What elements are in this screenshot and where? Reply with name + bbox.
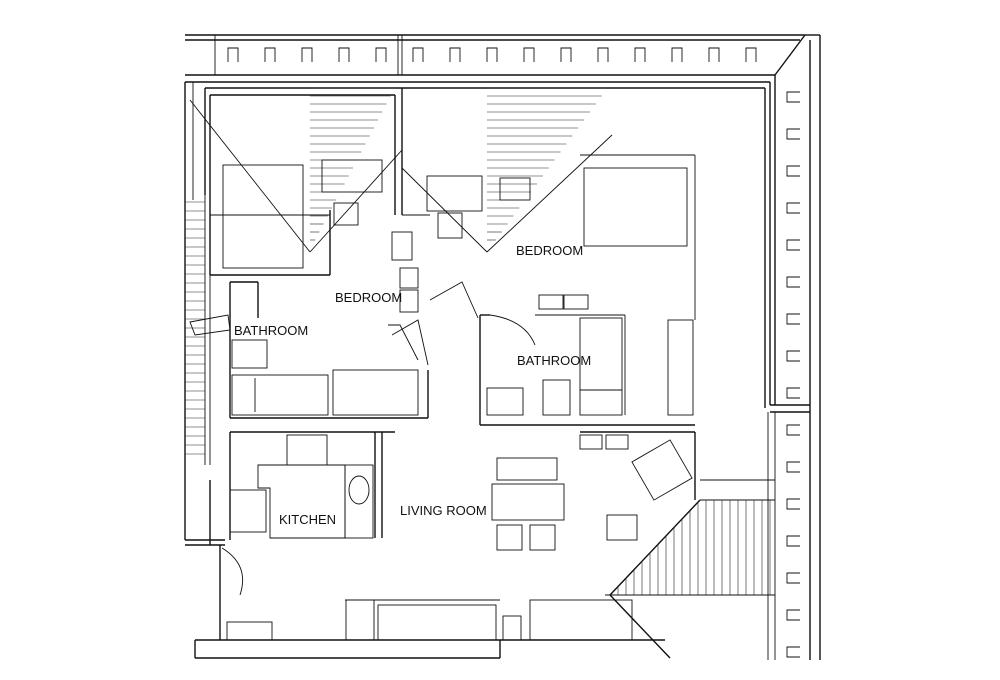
toilet-right [542,379,571,416]
railing-post [786,202,800,214]
tv-console [377,604,497,641]
railing-post [449,47,461,62]
bed-right [583,167,688,247]
label-bedroom-right: BEDROOM [516,243,583,258]
table-top-b [605,434,629,450]
entry-counter [529,599,633,641]
left-bathroom [189,281,429,419]
door-swing-right-bath [489,314,536,346]
stove [229,489,267,533]
railing-post [560,47,572,62]
vanity-left [332,369,419,416]
chair-a [496,524,523,551]
door-swing-bedroom-right [429,281,479,319]
bed-left [222,164,304,269]
living-room [345,431,775,659]
railing-post [786,424,800,436]
closet-unit-3 [399,289,419,313]
right-bedroom [401,134,696,320]
door-bathroom-left [189,314,231,336]
counter-l [257,464,346,539]
railing-posts-right [786,91,800,658]
railing-post [786,646,800,658]
closet-unit-2 [399,267,419,289]
shelf [502,615,522,641]
door-swing-bedroom-left [388,324,419,361]
table-top-a [579,434,603,450]
railing-post [708,47,720,62]
left-closet-hatch [310,87,395,241]
label-kitchen: KITCHEN [279,512,336,527]
sink-right [486,387,524,416]
label-bathroom-right: BATHROOM [517,353,591,368]
railing-post [523,47,535,62]
armchair [631,439,693,501]
entry-bench [226,621,273,641]
closet-right [667,319,694,416]
railing-post [786,535,800,547]
chair-b [529,524,556,551]
railing-posts-top [227,47,757,62]
railing-post [786,609,800,621]
fridge [286,434,328,466]
closet-unit-1 [391,231,413,261]
building-walls [185,87,766,659]
left-bedroom [189,99,419,361]
railing-post [786,387,800,399]
right-closet-hatch [487,87,608,241]
dresser-right-b [563,294,589,310]
label-living-room: LIVING ROOM [400,503,487,518]
door-swing-left-bath [391,319,429,366]
railing-post [786,128,800,140]
railing-post [597,47,609,62]
right-bathroom [479,314,695,426]
desk-right [426,175,483,212]
railing-post [786,165,800,177]
coffee-table [491,483,565,521]
sink-left [231,339,268,369]
left-stair-treads [185,201,205,455]
shower-right [579,317,623,416]
railing-post [634,47,646,62]
sofa [496,457,558,481]
sink-kitchen [344,464,374,539]
railing-post [227,47,239,62]
railing-post [786,313,800,325]
left-railing [184,82,211,540]
railing-post [412,47,424,62]
dresser-right-a [538,294,564,310]
living-balcony-hatch [617,479,775,595]
label-bathroom-left: BATHROOM [234,323,308,338]
railing-post [786,572,800,584]
sink-basin [348,475,370,505]
label-bedroom-left: BEDROOM [335,290,402,305]
railing-post [671,47,683,62]
railing-post [375,47,387,62]
right-exterior-railing [767,34,821,660]
nightstand-right [437,212,463,239]
railing-post [786,91,800,103]
railing-post [338,47,350,62]
side-table [606,514,638,541]
top-exterior-railing [185,34,805,83]
cabinet-left [345,599,375,641]
railing-post [264,47,276,62]
railing-post [786,350,800,362]
railing-post [301,47,313,62]
railing-post [745,47,757,62]
nightstand-left [333,202,359,226]
railing-post [486,47,498,62]
tub-left [231,374,329,416]
kitchen [221,431,395,641]
railing-post [786,498,800,510]
railing-post [786,239,800,251]
railing-post [786,461,800,473]
railing-post [786,276,800,288]
door-swing-entry [221,547,244,596]
chair-right [499,177,531,201]
